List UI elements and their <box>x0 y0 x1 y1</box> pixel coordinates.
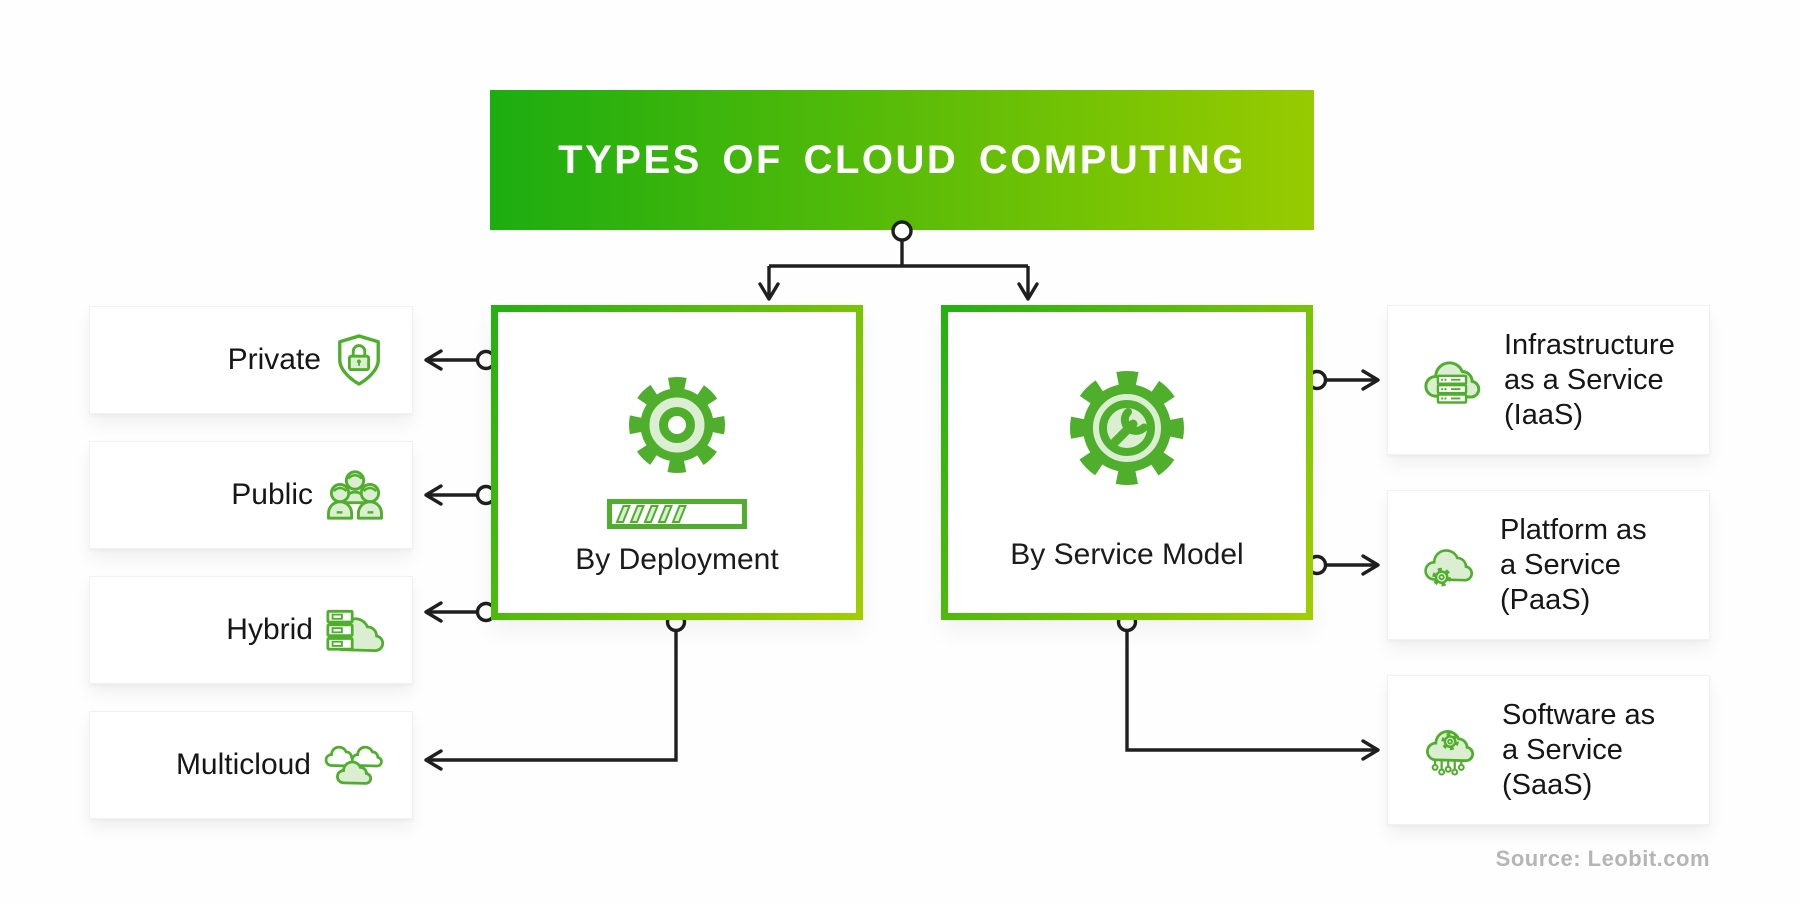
iaas-text: Infrastructure as a Service (IaaS) <box>1504 328 1675 433</box>
hybrid-label: Hybrid <box>226 613 313 646</box>
connector-multicloud <box>424 622 678 771</box>
deployment-box-inner: By Deployment <box>498 312 856 613</box>
iaas-line-1: Infrastructure <box>1504 328 1675 361</box>
connector-saas <box>1125 622 1380 761</box>
title-banner: TYPES OF CLOUD COMPUTING <box>490 90 1314 230</box>
cloud-servers-icon <box>1424 361 1481 404</box>
card-saas: Software as a Service (SaaS) <box>1387 675 1710 825</box>
paas-text: Platform as a Service (PaaS) <box>1500 513 1647 618</box>
card-paas: Platform as a Service (PaaS) <box>1387 490 1710 640</box>
saas-line-1: Software as <box>1502 698 1656 731</box>
card-public: Public <box>89 441 413 549</box>
card-iaas: Infrastructure as a Service (IaaS) <box>1387 305 1710 455</box>
gear-icon <box>629 377 725 473</box>
card-private: Private <box>89 306 413 414</box>
source-credit: Source: Leobit.com <box>1495 846 1710 871</box>
public-label: Public <box>231 478 313 511</box>
shield-lock-icon <box>338 334 380 386</box>
deployment-box: By Deployment <box>491 305 863 620</box>
server-cloud-icon <box>326 609 384 652</box>
iaas-line-2: as a Service <box>1504 363 1664 396</box>
cloud-network-icon <box>1426 730 1475 776</box>
paas-line-3: (PaaS) <box>1500 583 1591 616</box>
card-hybrid: Hybrid <box>89 576 413 684</box>
service-model-label: By Service Model <box>1010 538 1244 571</box>
progress-bar-icon <box>607 499 747 529</box>
saas-text: Software as a Service (SaaS) <box>1502 698 1655 803</box>
multicloud-label: Multicloud <box>175 748 311 781</box>
deployment-label: By Deployment <box>575 543 779 576</box>
service-model-box-inner: By Service Model <box>948 312 1306 613</box>
multi-clouds-icon <box>324 745 383 785</box>
page-title: TYPES OF CLOUD COMPUTING <box>558 137 1246 182</box>
paas-line-1: Platform as <box>1500 513 1647 546</box>
gear-wrench-icon <box>1070 371 1184 485</box>
card-multicloud: Multicloud <box>89 711 413 819</box>
service-model-box: By Service Model <box>941 305 1313 620</box>
private-label: Private <box>227 343 321 376</box>
saas-line-3: (SaaS) <box>1502 768 1593 801</box>
people-icon <box>327 470 383 520</box>
iaas-line-3: (IaaS) <box>1504 398 1583 431</box>
saas-line-2: a Service <box>1502 733 1623 766</box>
cloud-gear-icon <box>1424 549 1474 587</box>
paas-line-2: a Service <box>1500 548 1621 581</box>
